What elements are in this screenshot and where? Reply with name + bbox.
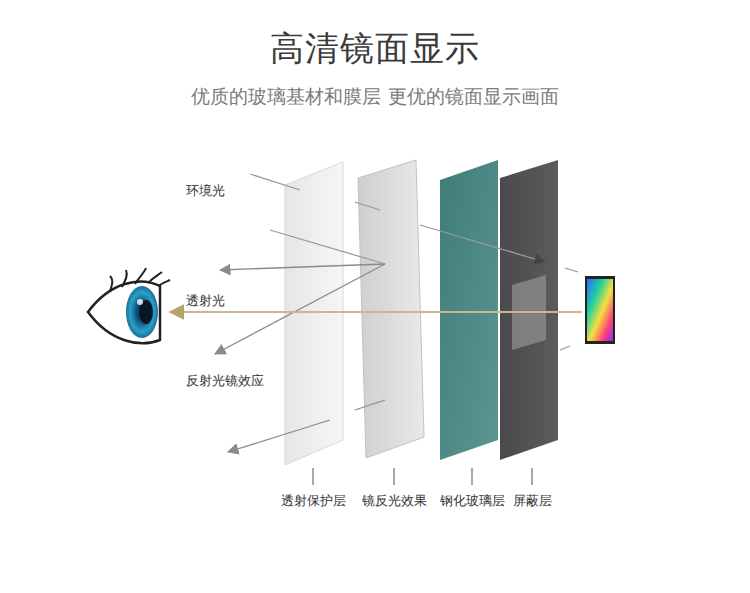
tempered-glass-layer	[440, 160, 498, 460]
screen-image	[587, 279, 613, 341]
title: 高清镜面显示	[0, 26, 750, 72]
layer-label: 透射保护层	[281, 492, 346, 510]
light-label: 反射光镜效应	[186, 372, 264, 390]
protective-layer	[285, 162, 343, 465]
mirror-layer	[358, 160, 424, 458]
subtitle: 优质的玻璃基材和膜层 更优的镜面显示画面	[0, 84, 750, 110]
shield-layer	[500, 160, 558, 460]
eye	[88, 268, 170, 343]
ambient-light	[250, 174, 578, 350]
light-label: 透射光	[186, 292, 225, 310]
light-label: 环境光	[186, 182, 225, 200]
reflected-light	[215, 264, 385, 452]
layer-label: 屏蔽层	[513, 492, 552, 510]
label-ticks	[313, 468, 532, 485]
transmitted-light	[170, 311, 582, 313]
layer-label: 钢化玻璃层	[440, 492, 505, 510]
layer-label: 镜反光效果	[362, 492, 427, 510]
screen	[585, 276, 615, 344]
